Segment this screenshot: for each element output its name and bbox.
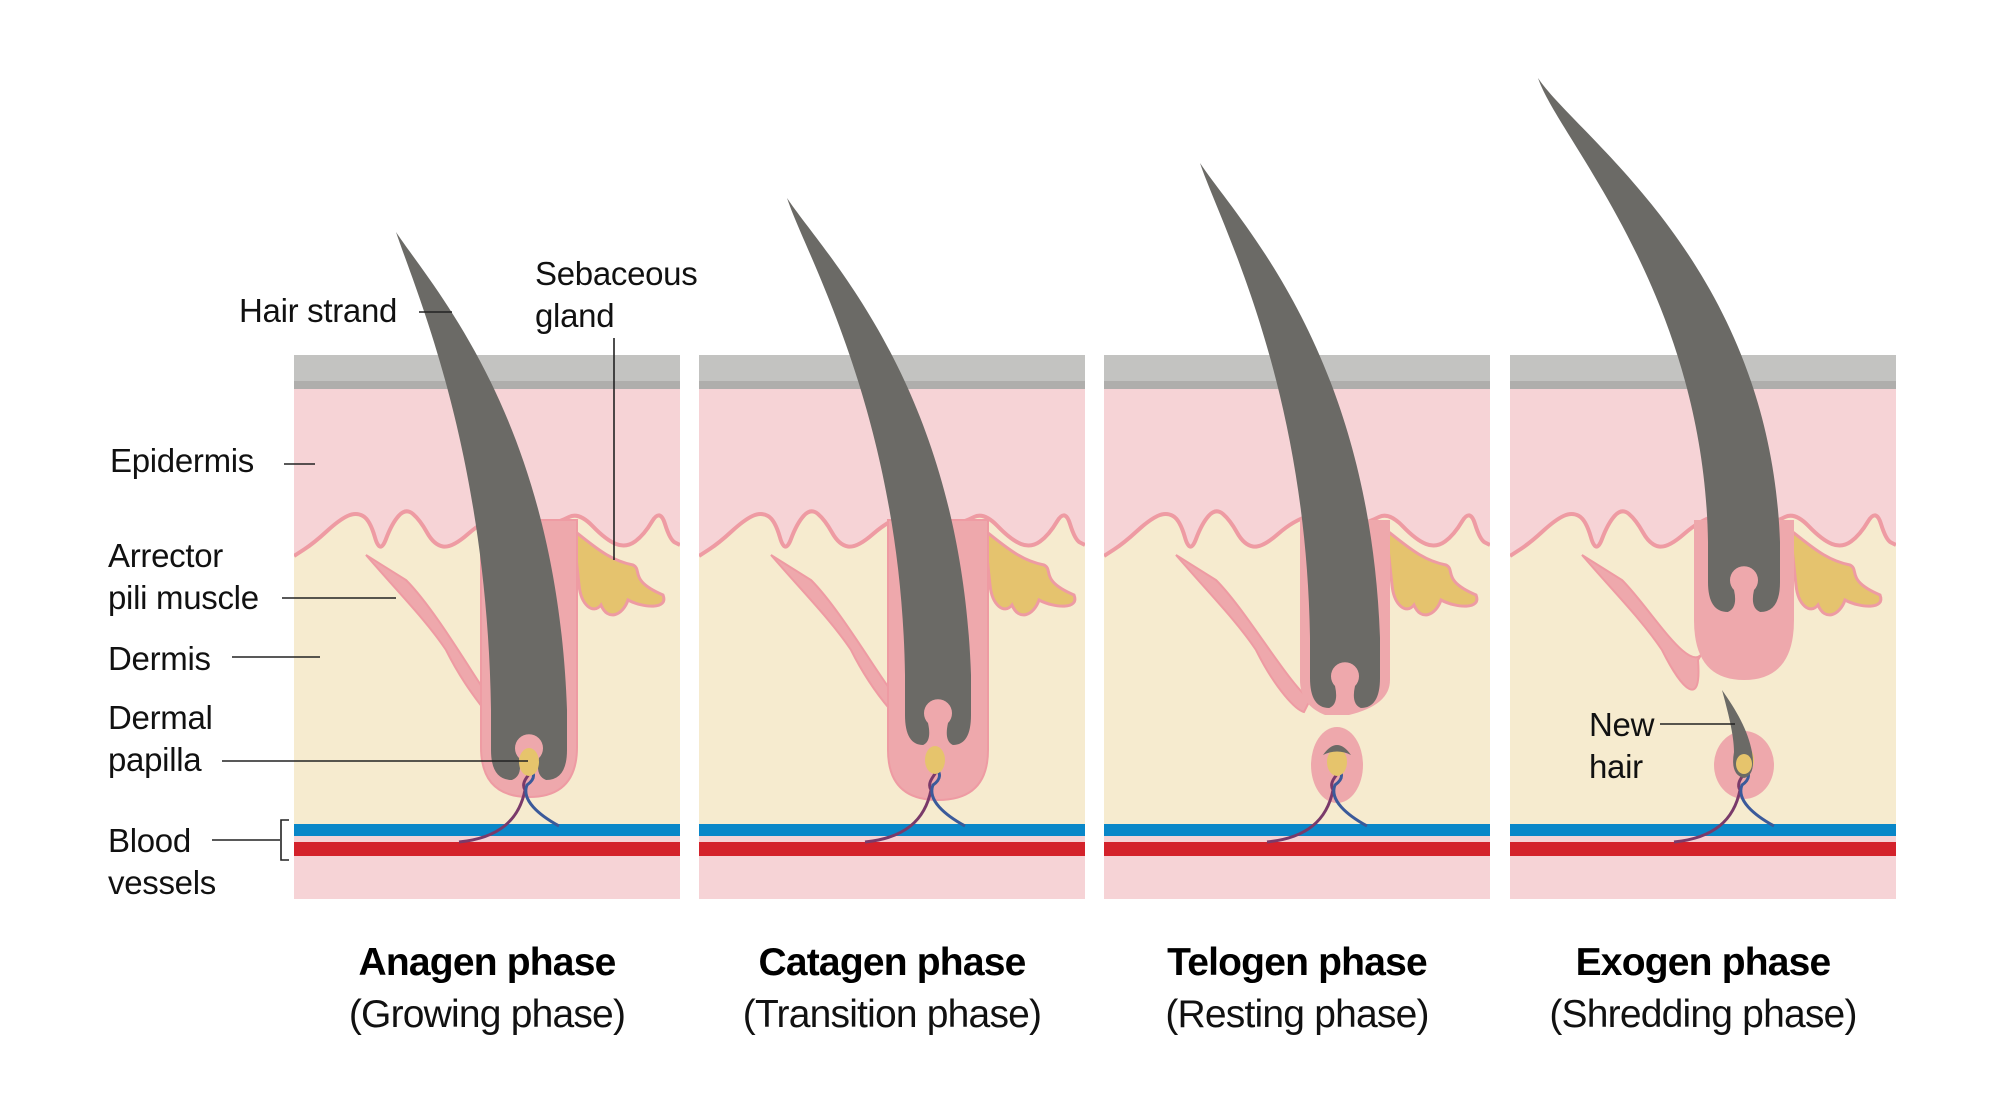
hair-strand-exogen	[1538, 78, 1780, 612]
dermis-label: Dermis	[108, 640, 211, 677]
club-hair-remnant	[1323, 745, 1351, 755]
phase-captions: Anagen phase (Growing phase) Catagen pha…	[349, 941, 1858, 1036]
phase-title-catagen: Catagen phase	[758, 941, 1025, 984]
arrector-pili-muscle	[770, 554, 900, 715]
hair-shaft	[787, 198, 971, 745]
sebaceous-label-line2: gland	[535, 297, 614, 334]
artery	[699, 842, 1085, 856]
arrector-pili-muscle	[365, 554, 493, 713]
dermal-papilla-label-line1: Dermal	[108, 699, 213, 736]
phase-subtitle-anagen: (Growing phase)	[349, 993, 625, 1036]
sebaceous-gland	[571, 526, 666, 617]
hair-strand-anagen	[396, 232, 567, 780]
phase-subtitle-telogen: (Resting phase)	[1165, 993, 1428, 1036]
dermal-papilla	[519, 748, 539, 776]
sebaceous-label-line1: Sebaceous	[535, 255, 697, 292]
sebaceous-gland	[982, 526, 1077, 617]
vein	[699, 824, 1085, 836]
hypodermis-layer	[1510, 856, 1896, 899]
phase-title-exogen: Exogen phase	[1576, 941, 1831, 984]
label-blood-vessels: Blood vessels	[108, 819, 289, 901]
arrector-pili-muscle	[1581, 554, 1705, 691]
arrector-pili-muscle	[1175, 554, 1312, 714]
vein	[1510, 824, 1896, 836]
hair-shaft	[1538, 78, 1780, 612]
hair-shaft	[396, 232, 567, 780]
label-hair-strand: Hair strand	[239, 292, 452, 329]
hair-strand-label: Hair strand	[239, 292, 397, 329]
hair-shaft	[1200, 163, 1380, 708]
arrector-label-line1: Arrector	[108, 537, 223, 574]
epidermis-junction	[1104, 509, 1490, 558]
artery	[294, 842, 680, 856]
epidermis-junction	[1510, 509, 1896, 558]
hair-strand-catagen	[787, 198, 971, 745]
hypodermis-layer	[699, 856, 1085, 899]
vein	[294, 824, 680, 836]
sebaceous-gland	[1384, 526, 1479, 617]
arrector-label-line2: pili muscle	[108, 579, 259, 616]
vein	[1104, 824, 1490, 836]
epidermis-label: Epidermis	[110, 442, 254, 479]
sebaceous-gland	[1788, 526, 1883, 617]
label-new-hair: New hair	[1589, 706, 1735, 785]
label-dermis: Dermis	[108, 640, 320, 677]
label-dermal-papilla: Dermal papilla	[108, 699, 528, 778]
blood-vessels-bracket	[280, 819, 289, 861]
dermal-papilla	[925, 746, 945, 774]
vessel-gap	[699, 836, 1085, 842]
vessel-gap	[294, 836, 680, 842]
label-epidermis: Epidermis	[110, 442, 315, 479]
dermal-papilla-label-line2: papilla	[108, 741, 202, 778]
new-hair-label-line2: hair	[1589, 748, 1643, 785]
phase-subtitle-exogen: (Shredding phase)	[1549, 993, 1856, 1036]
epidermis-junction	[699, 509, 1085, 558]
artery	[1510, 842, 1896, 856]
new-hair-label-line1: New	[1589, 706, 1655, 743]
vessel-gap	[1104, 836, 1490, 842]
dermal-papilla	[1327, 748, 1347, 776]
new-hair-papilla	[1736, 754, 1752, 774]
blood-vessels-label-line1: Blood	[108, 822, 191, 859]
hair-strand-telogen	[1200, 163, 1380, 708]
phase-title-anagen: Anagen phase	[359, 941, 616, 984]
epidermis-junction	[294, 509, 680, 558]
hypodermis-layer	[1104, 856, 1490, 899]
artery	[1104, 842, 1490, 856]
vessel-gap	[1510, 836, 1896, 842]
phase-subtitle-catagen: (Transition phase)	[743, 993, 1041, 1036]
blood-vessels-label-line2: vessels	[108, 864, 216, 901]
label-sebaceous-gland: Sebaceous gland	[535, 255, 698, 560]
label-arrector-pili: Arrector pili muscle	[108, 537, 396, 616]
hypodermis-layer	[294, 856, 680, 899]
phase-title-telogen: Telogen phase	[1167, 941, 1427, 984]
